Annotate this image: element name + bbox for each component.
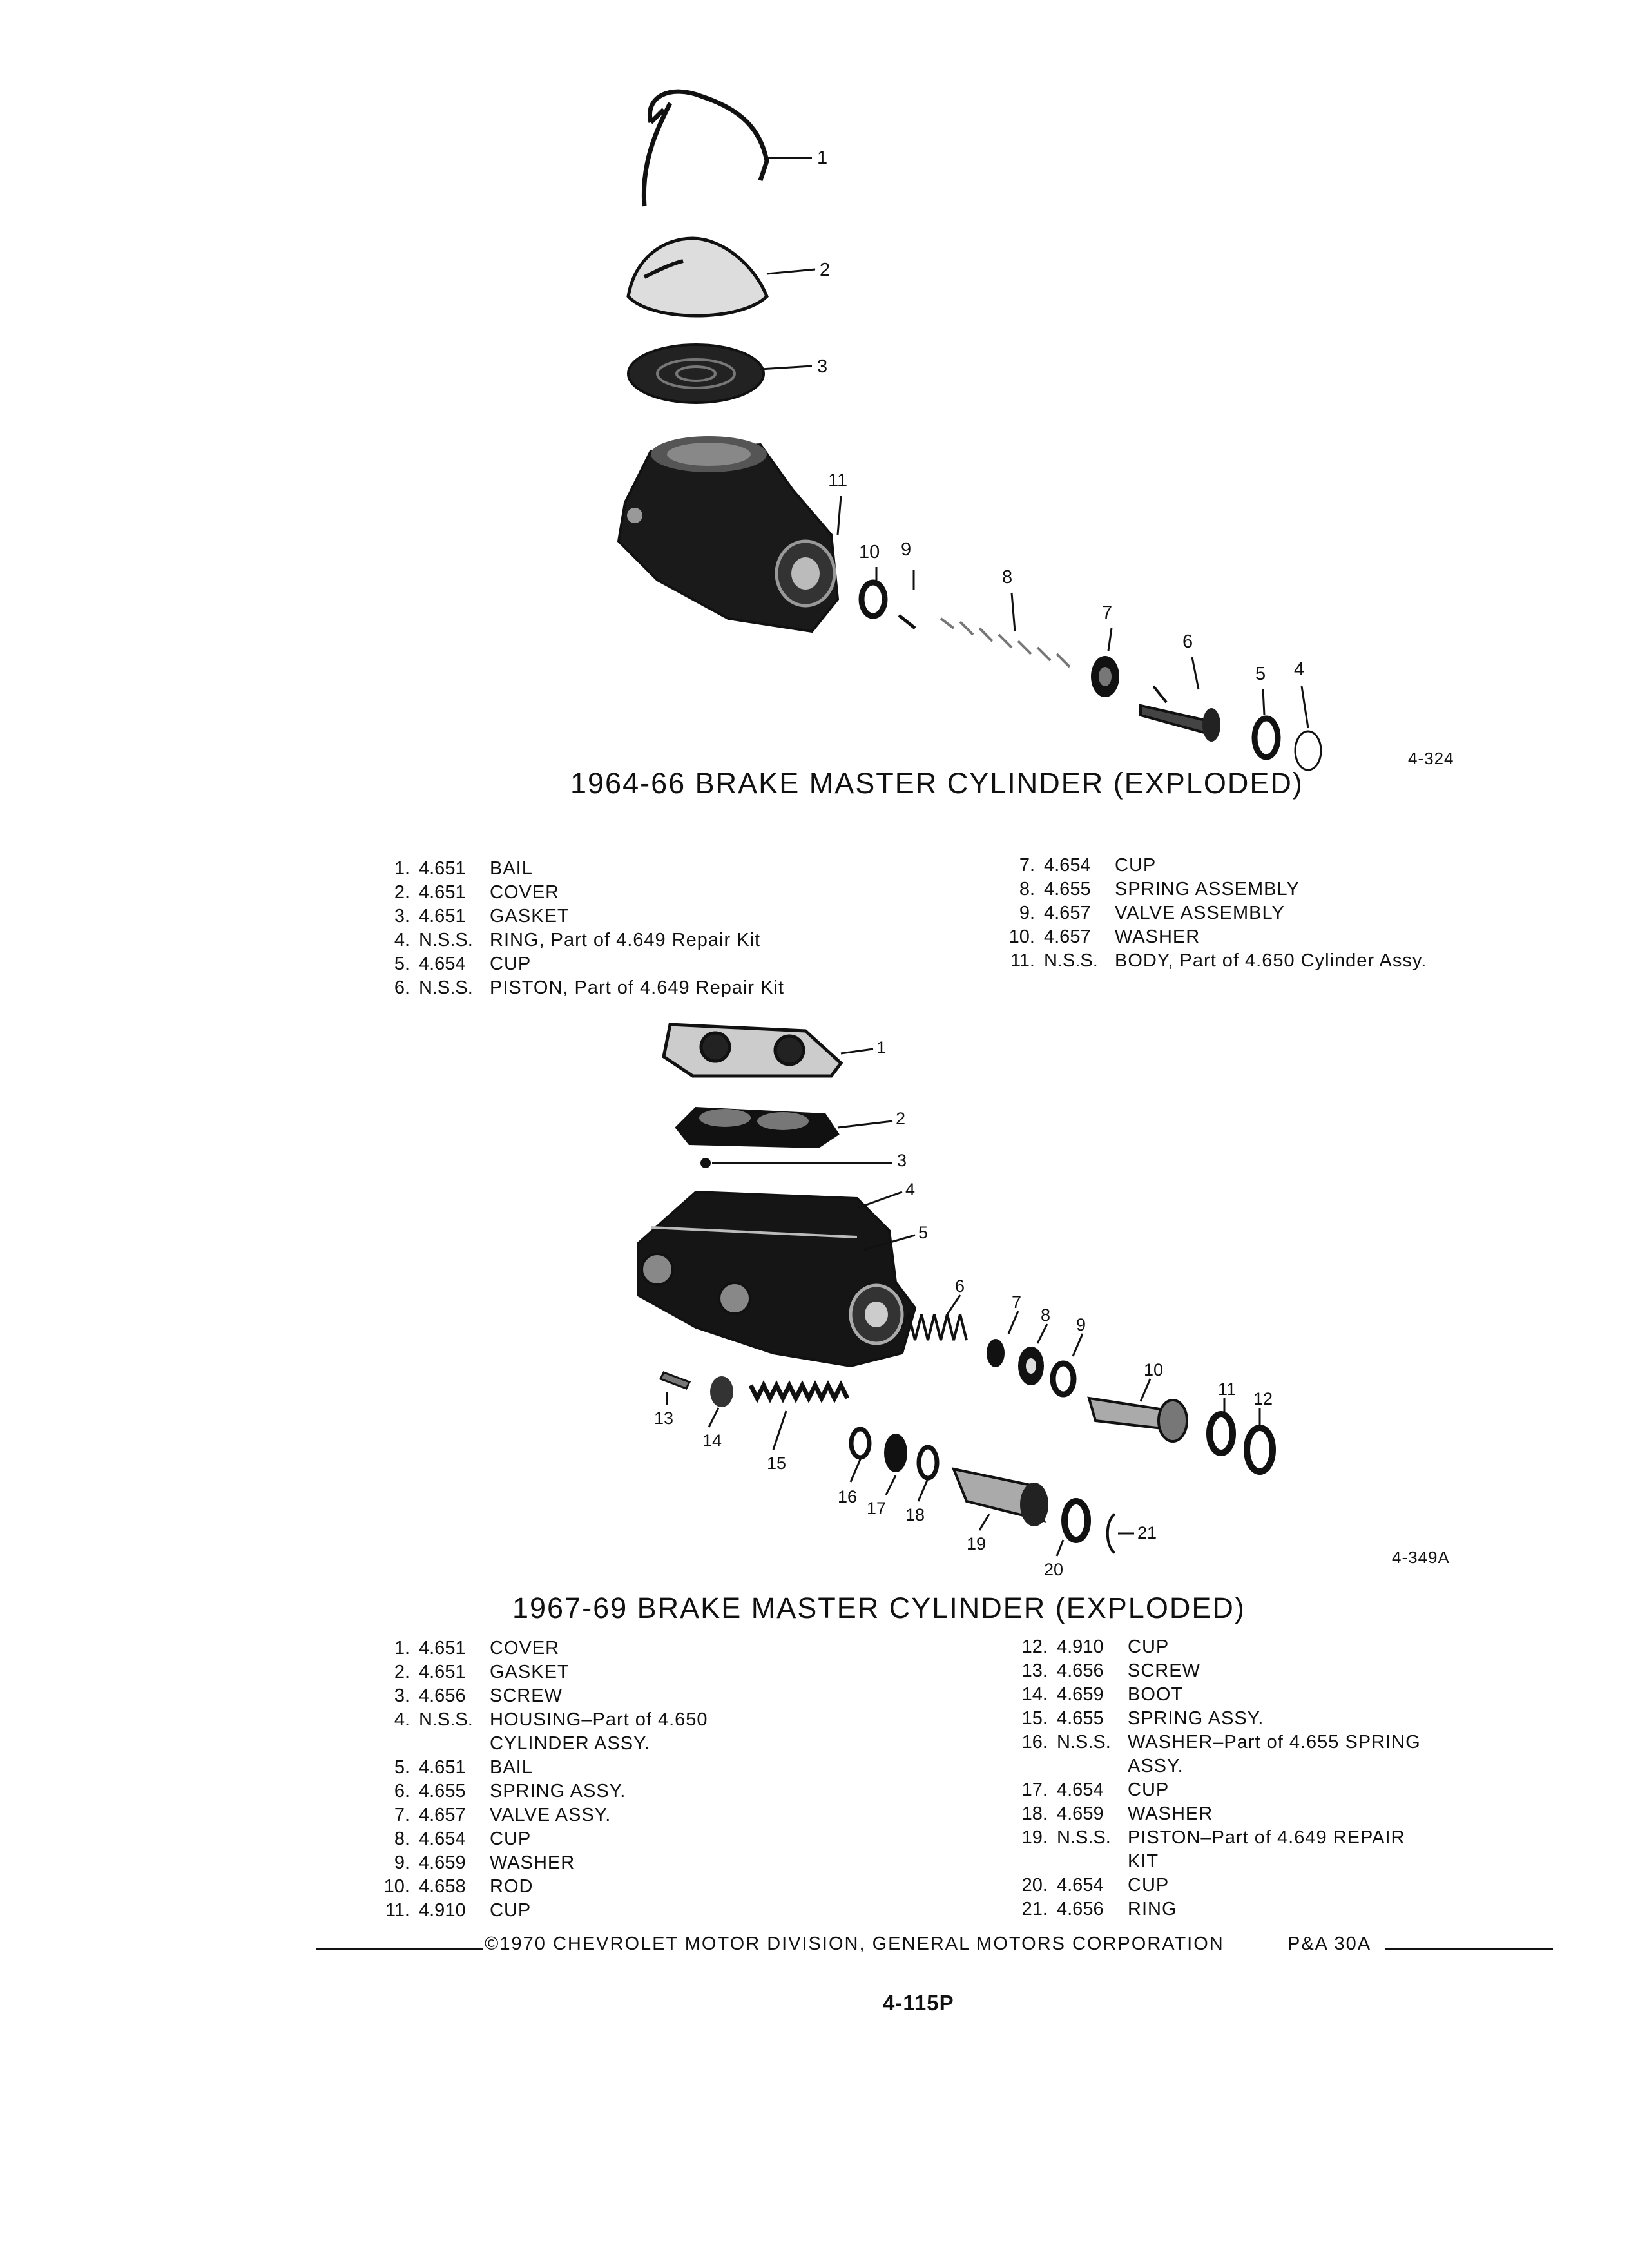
lower-parts-chain — [659, 1371, 1116, 1554]
cup-11 — [1206, 1411, 1236, 1456]
callout-1: 1 — [876, 1038, 886, 1057]
callout-3: 3 — [897, 1151, 907, 1170]
figure-title: 1964-66 BRAKE MASTER CYLINDER (EXPLODED) — [570, 767, 1304, 800]
callout-13: 13 — [654, 1408, 673, 1428]
callout-14: 14 — [702, 1431, 722, 1450]
figure-id: 4-324 — [1408, 749, 1454, 768]
callout-9: 9 — [901, 539, 911, 560]
callout-11: 11 — [828, 470, 847, 491]
cover-part — [626, 236, 769, 318]
bail-part — [662, 1023, 843, 1078]
screw-part — [700, 1158, 711, 1168]
callout-11: 11 — [1218, 1379, 1236, 1399]
callout-5: 5 — [918, 1223, 928, 1242]
leader-lines — [760, 157, 1309, 729]
callout-2: 2 — [896, 1109, 905, 1128]
callout-5: 5 — [1255, 664, 1266, 684]
bail-part — [641, 89, 769, 207]
cylinder-body-part — [617, 436, 840, 633]
housing-part — [637, 1190, 917, 1368]
list-item: 16.N.S.S.WASHER–Part of 4.655 SPRING ASS… — [1021, 1732, 1421, 1776]
callout-1: 1 — [817, 148, 827, 168]
callout-10: 10 — [1144, 1360, 1163, 1379]
callout-15: 15 — [767, 1454, 786, 1473]
list-item: 4.N.S.S.RING, Part of 4.649 Repair Kit — [394, 930, 761, 950]
footer-code: P&A 30A — [1287, 1934, 1372, 1954]
cup-12 — [1244, 1425, 1276, 1475]
callout-8: 8 — [1002, 567, 1012, 588]
callout-16: 16 — [838, 1487, 857, 1506]
spring-part — [901, 1311, 968, 1341]
figure-1964-66-illustration: 1 2 3 11 10 9 8 7 6 5 4 — [617, 89, 1322, 771]
callout-3: 3 — [817, 356, 827, 377]
figure-title: 1967-69 BRAKE MASTER CYLINDER (EXPLODED) — [512, 1591, 1246, 1624]
callout-8: 8 — [1041, 1305, 1050, 1325]
callout-17: 17 — [867, 1499, 886, 1518]
callout-20: 20 — [1044, 1560, 1063, 1579]
cover-part — [675, 1106, 840, 1149]
callout-7: 7 — [1102, 602, 1112, 623]
gasket-part — [627, 343, 765, 404]
callout-6: 6 — [955, 1276, 965, 1296]
footer-rule-left — [316, 1948, 483, 1950]
callout-4: 4 — [905, 1180, 915, 1199]
list-item: 19.N.S.S.PISTON–Part of 4.649 REPAIR KIT — [1021, 1827, 1405, 1872]
figure-1967-69-illustration: 1 2 3 4 5 6 7 8 9 10 11 12 13 14 15 16 1… — [637, 1023, 1276, 1579]
callout-18: 18 — [905, 1505, 925, 1524]
list-item: 11.N.S.S.BODY, Part of 4.650 Cylinder As… — [1010, 950, 1427, 971]
callout-4: 4 — [1294, 659, 1304, 680]
small-parts-chain — [858, 579, 1322, 771]
callout-9: 9 — [1076, 1315, 1086, 1334]
cups-upper — [987, 1339, 1077, 1398]
callout-19: 19 — [967, 1534, 986, 1553]
list-item: 6.N.S.S.PISTON, Part of 4.649 Repair Kit — [394, 977, 784, 998]
footer-copyright: ©1970 CHEVROLET MOTOR DIVISION, GENERAL … — [485, 1934, 1224, 1954]
list-item: 4.N.S.S.HOUSING–Part of 4.650 CYLINDER A… — [394, 1709, 708, 1754]
callout-6: 6 — [1182, 631, 1193, 652]
callout-21: 21 — [1137, 1523, 1157, 1542]
callout-12: 12 — [1253, 1389, 1273, 1408]
callout-7: 7 — [1012, 1293, 1021, 1312]
leader-lines — [666, 1048, 1261, 1557]
page-number: 4-115P — [883, 1991, 954, 2015]
footer-rule-right — [1385, 1948, 1553, 1950]
figure-id: 4-349A — [1392, 1548, 1450, 1567]
callout-10: 10 — [859, 542, 880, 562]
callout-2: 2 — [820, 260, 830, 280]
rod-part — [1087, 1396, 1188, 1443]
